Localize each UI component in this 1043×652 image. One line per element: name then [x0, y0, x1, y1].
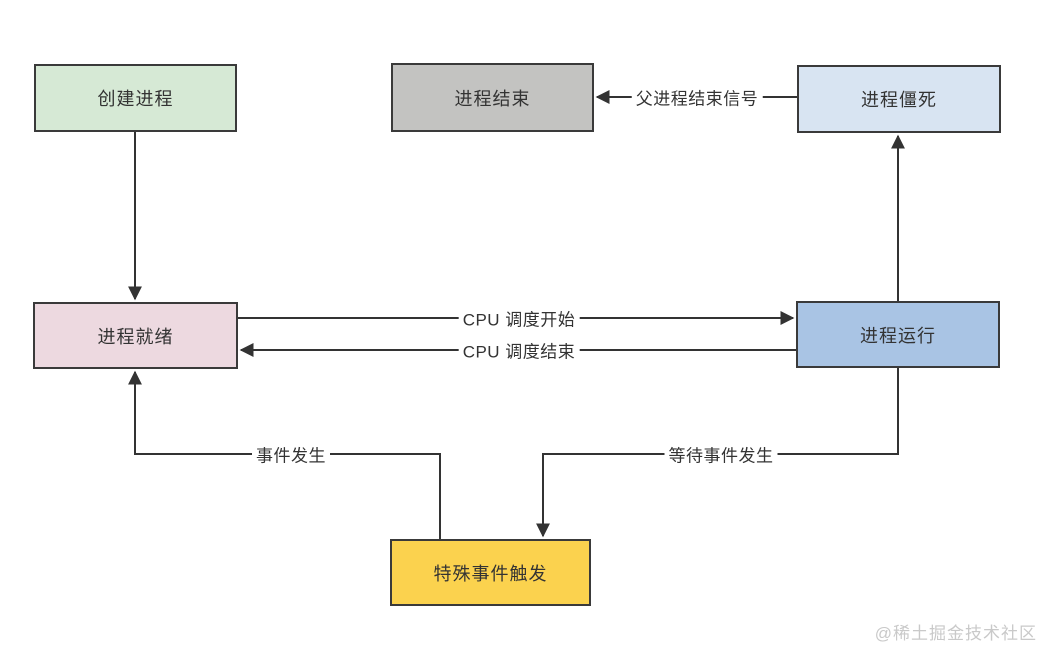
- node-process-running-label: 进程运行: [860, 325, 936, 346]
- node-process-end-label: 进程结束: [454, 88, 531, 109]
- edge-label-wait-for-event: 等待事件发生: [664, 441, 778, 467]
- edge-label-cpu-schedule-start: CPU 调度开始: [458, 305, 580, 331]
- watermark: @稀土掘金技术社区: [874, 624, 1037, 643]
- node-process-zombie: 进程僵死: [797, 65, 1001, 133]
- node-process-ready-label: 进程就绪: [97, 326, 174, 347]
- node-create-process: 创建进程: [34, 64, 237, 132]
- node-create-process-label: 创建进程: [97, 89, 174, 109]
- node-process-ready: 进程就绪: [33, 302, 238, 369]
- edge-label-cpu-schedule-end: CPU 调度结束: [458, 337, 580, 363]
- node-special-event: 特殊事件触发: [390, 539, 591, 606]
- node-process-end: 进程结束: [391, 63, 594, 132]
- edge-label-event-occurs: 事件发生: [252, 441, 330, 467]
- node-special-event-label: 特殊事件触发: [433, 563, 548, 584]
- edge-label-parent-end-signal: 父进程结束信号: [631, 84, 763, 110]
- node-process-running: 进程运行: [796, 301, 1000, 368]
- node-process-zombie-label: 进程僵死: [861, 90, 937, 110]
